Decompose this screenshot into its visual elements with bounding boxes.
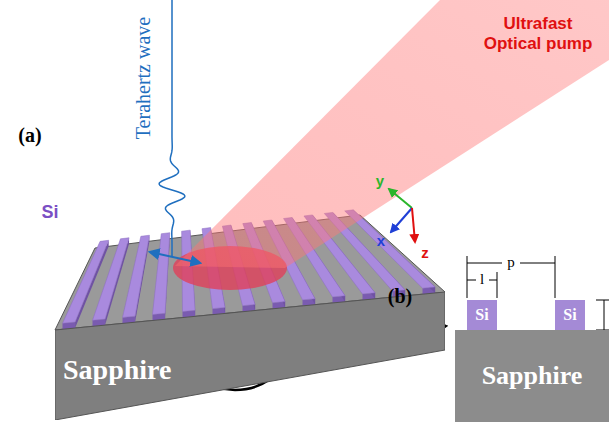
wave-label: Terahertz wave <box>132 17 155 139</box>
node-text: Sapphire <box>63 354 171 386</box>
sapphire-substrate: Sapphire <box>455 330 609 422</box>
si-strip: Si <box>555 300 585 330</box>
axis-label: x <box>377 232 385 249</box>
dimension-label: p <box>507 254 515 271</box>
node-text: Si <box>563 306 576 324</box>
material-label: Si <box>41 202 58 223</box>
polarization-arrow <box>150 252 200 263</box>
pump-label: Ultrafast Optical pump <box>478 14 598 53</box>
dimension-label: l <box>480 271 484 288</box>
pump-beam <box>175 0 609 268</box>
x-axis <box>391 208 412 232</box>
node-text: Si <box>475 306 488 324</box>
axis-label: y <box>376 172 384 189</box>
sapphire-substrate-block: Sapphire <box>55 292 445 420</box>
axis-label: z <box>421 244 429 261</box>
y-axis <box>389 189 412 208</box>
si-strip: Si <box>467 300 497 330</box>
panel-label: (a) <box>18 124 41 147</box>
panel-label: (b) <box>388 285 412 308</box>
terahertz-pulse <box>159 0 185 256</box>
node-text: Sapphire <box>482 361 583 391</box>
z-axis <box>412 208 415 242</box>
